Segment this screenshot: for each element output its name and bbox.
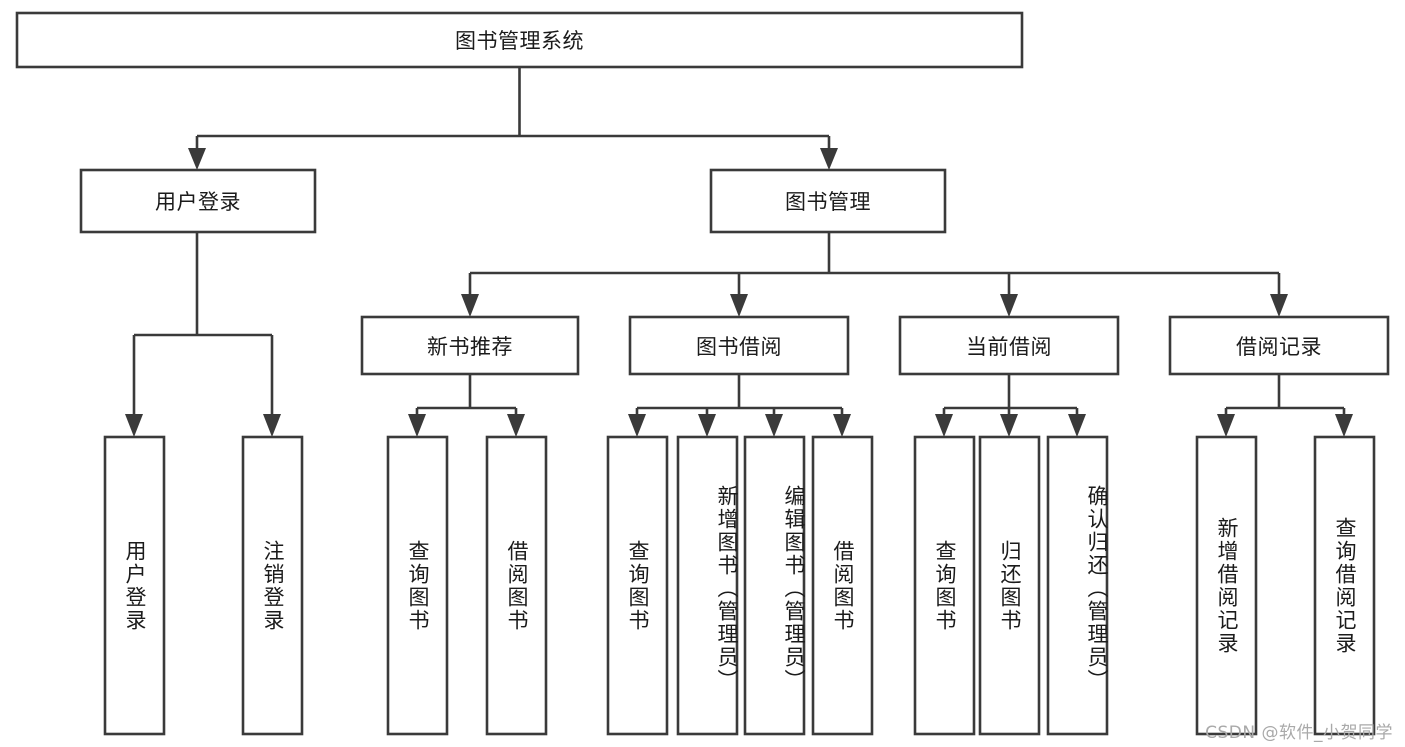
arrow-icon [408, 414, 426, 437]
leaf-box[interactable] [1313, 435, 1376, 736]
arrow-icon [935, 414, 953, 437]
connector-new-book-to-leaves [408, 374, 525, 437]
arrow-icon [461, 294, 479, 317]
arrow-icon [1270, 294, 1288, 317]
leaf-box[interactable] [1195, 435, 1258, 736]
arrow-icon [125, 414, 143, 437]
arrow-icon [1068, 414, 1086, 437]
node-root[interactable] [15, 11, 1024, 69]
leaf-box[interactable] [743, 435, 806, 736]
arrow-icon [698, 414, 716, 437]
leaf-box[interactable] [913, 435, 976, 736]
leaf-box[interactable] [978, 435, 1041, 736]
arrow-icon [1000, 294, 1018, 317]
leaf-box[interactable] [485, 435, 548, 736]
arrow-icon [1335, 414, 1353, 437]
arrow-icon [833, 414, 851, 437]
csdn-watermark: CSDN @软件_小贺同学 [1205, 723, 1393, 743]
arrow-icon [263, 414, 281, 437]
node-borrow-record[interactable] [1168, 315, 1390, 376]
connector-user-login-to-leaves [125, 232, 281, 437]
node-book-management[interactable] [709, 168, 947, 234]
arrow-icon [1217, 414, 1235, 437]
arrow-icon [1000, 414, 1018, 437]
connector-book-mgmt-to-level3 [461, 232, 1288, 317]
connector-current-borrow-to-leaves [935, 374, 1086, 437]
arrow-icon [730, 294, 748, 317]
node-current-borrow[interactable] [898, 315, 1120, 376]
connector-root-to-level2 [188, 67, 838, 170]
leaf-box[interactable] [676, 435, 739, 736]
leaf-box[interactable] [103, 435, 166, 736]
node-user-login[interactable] [79, 168, 317, 234]
connector-borrow-record-to-leaves [1217, 374, 1353, 437]
leaf-box[interactable] [811, 435, 874, 736]
arrow-icon [820, 148, 838, 170]
leaf-box[interactable] [606, 435, 669, 736]
arrow-icon [507, 414, 525, 437]
arrow-icon [628, 414, 646, 437]
leaf-box[interactable] [386, 435, 449, 736]
leaf-box[interactable] [241, 435, 304, 736]
arrow-icon [765, 414, 783, 437]
node-new-book-recommend[interactable] [360, 315, 580, 376]
connector-borrow-to-leaves [628, 374, 851, 437]
leaf-box[interactable] [1046, 435, 1109, 736]
arrow-icon [188, 148, 206, 170]
node-book-borrow[interactable] [628, 315, 850, 376]
